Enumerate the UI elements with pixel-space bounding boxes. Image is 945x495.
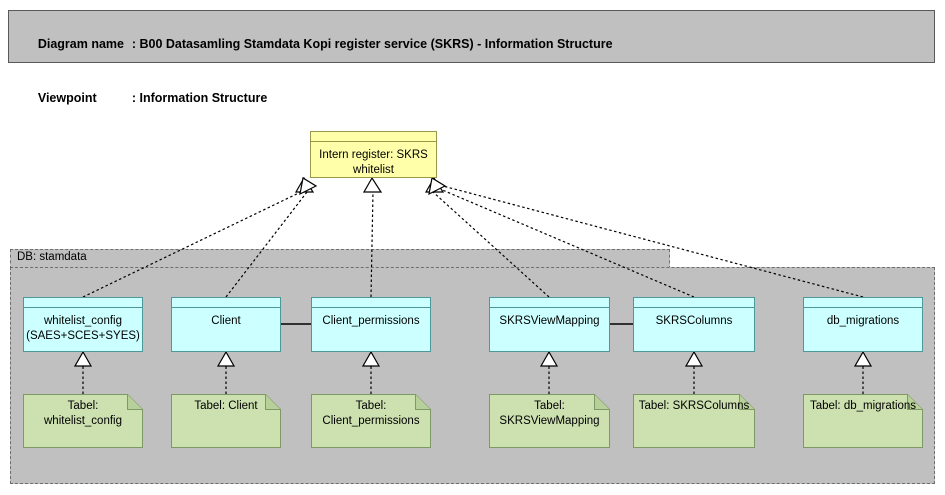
table-node-db-migrations[interactable]: Tabel: db_migrations: [803, 394, 923, 448]
diagram-name-label: Diagram name: [37, 37, 124, 51]
data-object-strip: [634, 298, 754, 308]
data-object-strip: [172, 298, 280, 308]
document-shape-icon: [803, 394, 923, 448]
realization-arrowhead-left-2: [299, 177, 318, 196]
diagram-name-separator: :: [131, 37, 140, 51]
table-node-label: Tabel: SKRSViewMapping: [499, 400, 600, 427]
table-node-skrscolumns[interactable]: Tabel: SKRSColumns: [633, 394, 755, 448]
viewpoint-separator: :: [131, 91, 140, 105]
realization-arrowheads: [294, 176, 447, 196]
data-object-strip: [490, 298, 609, 308]
document-shape-icon: [171, 394, 281, 448]
document-shape-icon: [23, 394, 143, 448]
realization-arrowhead-right: [424, 176, 445, 193]
data-object-skrsviewmapping[interactable]: SKRSViewMapping: [489, 297, 610, 352]
data-object-client-permissions[interactable]: Client_permissions: [311, 297, 431, 352]
document-shape-icon: [633, 394, 755, 448]
object-node-label: Intern register: SKRS whitelist: [319, 149, 428, 176]
data-object-db-migrations[interactable]: db_migrations: [803, 297, 923, 352]
viewpoint-value: Information Structure: [139, 91, 268, 105]
data-object-label: Client_permissions: [322, 315, 420, 327]
table-node-label: Tabel: SKRSColumns: [638, 400, 750, 412]
data-object-strip: [312, 298, 430, 308]
table-node-whitelist-config[interactable]: Tabel: whitelist_config: [23, 394, 143, 448]
table-node-label: Tabel: whitelist_config: [44, 400, 122, 427]
data-object-label: Client: [211, 315, 241, 327]
data-object-strip: [24, 298, 142, 308]
diagram-header: Diagram name: B00 Datasamling Stamdata K…: [8, 10, 935, 105]
viewpoint-line: Viewpoint: Information Structure: [17, 71, 934, 125]
grouping-container-body[interactable]: [10, 267, 935, 484]
table-node-label: Tabel: Client_permissions: [322, 400, 420, 427]
diagram-name-value: B00 Datasamling Stamdata Kopi register s…: [139, 37, 613, 51]
data-object-label: SKRSColumns: [655, 315, 733, 327]
realization-arrowhead-center: [362, 176, 383, 193]
realization-arrowhead-right-2: [428, 177, 447, 196]
table-node-client[interactable]: Tabel: Client: [171, 394, 281, 448]
grouping-container-label: DB: stamdata: [17, 251, 87, 263]
data-object-client[interactable]: Client: [171, 297, 281, 352]
table-node-skrsviewmapping[interactable]: Tabel: SKRSViewMapping: [489, 394, 610, 448]
table-node-client-permissions[interactable]: Tabel: Client_permissions: [311, 394, 431, 448]
data-object-label: whitelist_config (SAES+SCES+SYES): [26, 315, 140, 342]
grouping-container-header: [10, 249, 670, 269]
data-object-strip: [804, 298, 922, 308]
data-object-label: db_migrations: [826, 315, 900, 327]
document-shape-icon: [311, 394, 431, 448]
diagram-name-line: Diagram name: B00 Datasamling Stamdata K…: [17, 17, 934, 71]
data-object-whitelist-config[interactable]: whitelist_config (SAES+SCES+SYES): [23, 297, 143, 352]
object-node-skrs-whitelist[interactable]: Intern register: SKRS whitelist: [310, 131, 437, 178]
realization-arrowhead-left: [294, 176, 315, 193]
table-node-label: Tabel: db_migrations: [809, 400, 917, 412]
table-node-label: Tabel: Client: [194, 400, 258, 412]
object-node-strip: [311, 132, 436, 142]
document-shape-icon: [489, 394, 610, 448]
data-object-skrscolumns[interactable]: SKRSColumns: [633, 297, 755, 352]
viewpoint-label: Viewpoint: [37, 91, 97, 105]
data-object-label: SKRSViewMapping: [499, 315, 600, 327]
